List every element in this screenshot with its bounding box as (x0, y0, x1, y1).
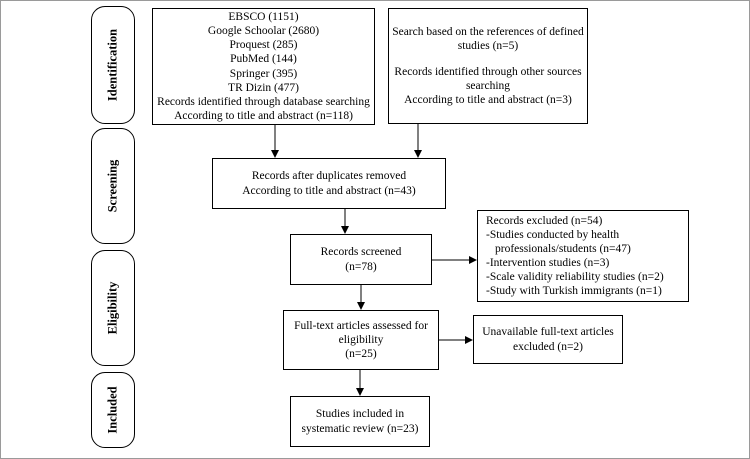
excluded-line-2: -Studies conducted by health (486, 228, 620, 241)
excluded-line-6: -Study with Turkish immigrants (n=1) (486, 285, 662, 298)
database-search-box: EBSCO (1151) Google Schoolar (2680) Proq… (152, 8, 375, 125)
duplicates-removed-box: Records after duplicates removed Accordi… (212, 158, 446, 209)
fulltext-line-1: Full-text articles assessed for (294, 319, 428, 332)
stage-eligibility: Eligibility (91, 250, 135, 366)
other-sources-line-4: Records identified through other sources (394, 65, 582, 78)
records-excluded-box: Records excluded (n=54) -Studies conduct… (477, 210, 689, 302)
unavailable-fulltext-box: Unavailable full-text articles excluded … (473, 315, 623, 364)
source-proquest: Proquest (285) (229, 39, 298, 52)
fulltext-line-3: (n=25) (345, 348, 377, 360)
source-tr-dizin: TR Dizin (477) (228, 81, 299, 94)
unavailable-line-2: excluded (n=2) (512, 340, 584, 353)
screened-line-1: Records screened (320, 246, 402, 259)
other-sources-line-5: searching (465, 80, 511, 92)
excluded-line-5: -Scale validity reliability studies (n=2… (486, 271, 664, 284)
source-pubmed: PubMed (144) (230, 53, 297, 66)
stage-included: Included (91, 372, 135, 448)
studies-included-box: Studies included in systematic review (n… (290, 396, 430, 447)
database-records-count: According to title and abstract (n=118) (174, 109, 353, 122)
unavailable-line-1: Unavailable full-text articles (482, 326, 614, 339)
stage-screening: Screening (91, 128, 135, 244)
source-google-scholar: Google Schoolar (2680) (207, 25, 320, 38)
fulltext-assessed-box: Full-text articles assessed for eligibil… (283, 310, 439, 370)
other-sources-box: Search based on the references of define… (388, 8, 588, 124)
other-sources-line-1: Search based on the references of define… (392, 25, 584, 38)
screened-line-2: (n=78) (345, 260, 377, 273)
duplicates-line-1: Records after duplicates removed (251, 170, 407, 183)
source-springer: Springer (395) (229, 67, 298, 80)
database-records-label: Records identified through database sear… (157, 95, 370, 108)
other-sources-line-2: studies (n=5) (457, 39, 519, 52)
excluded-line-3: professionals/students (n=47) (495, 242, 631, 255)
included-line-2: systematic review (n=23) (301, 422, 419, 435)
other-sources-line-6: According to title and abstract (n=3) (404, 94, 572, 107)
stage-identification: Identification (91, 6, 135, 124)
duplicates-line-2: According to title and abstract (n=43) (242, 184, 416, 197)
source-ebsco: EBSCO (1151) (228, 11, 299, 24)
included-line-1: Studies included in (315, 408, 405, 421)
fulltext-line-2: eligibility (338, 333, 384, 346)
excluded-line-1: Records excluded (n=54) (486, 214, 603, 227)
records-screened-box: Records screened (n=78) (290, 234, 432, 285)
excluded-line-4: -Intervention studies (n=3) (486, 257, 610, 269)
